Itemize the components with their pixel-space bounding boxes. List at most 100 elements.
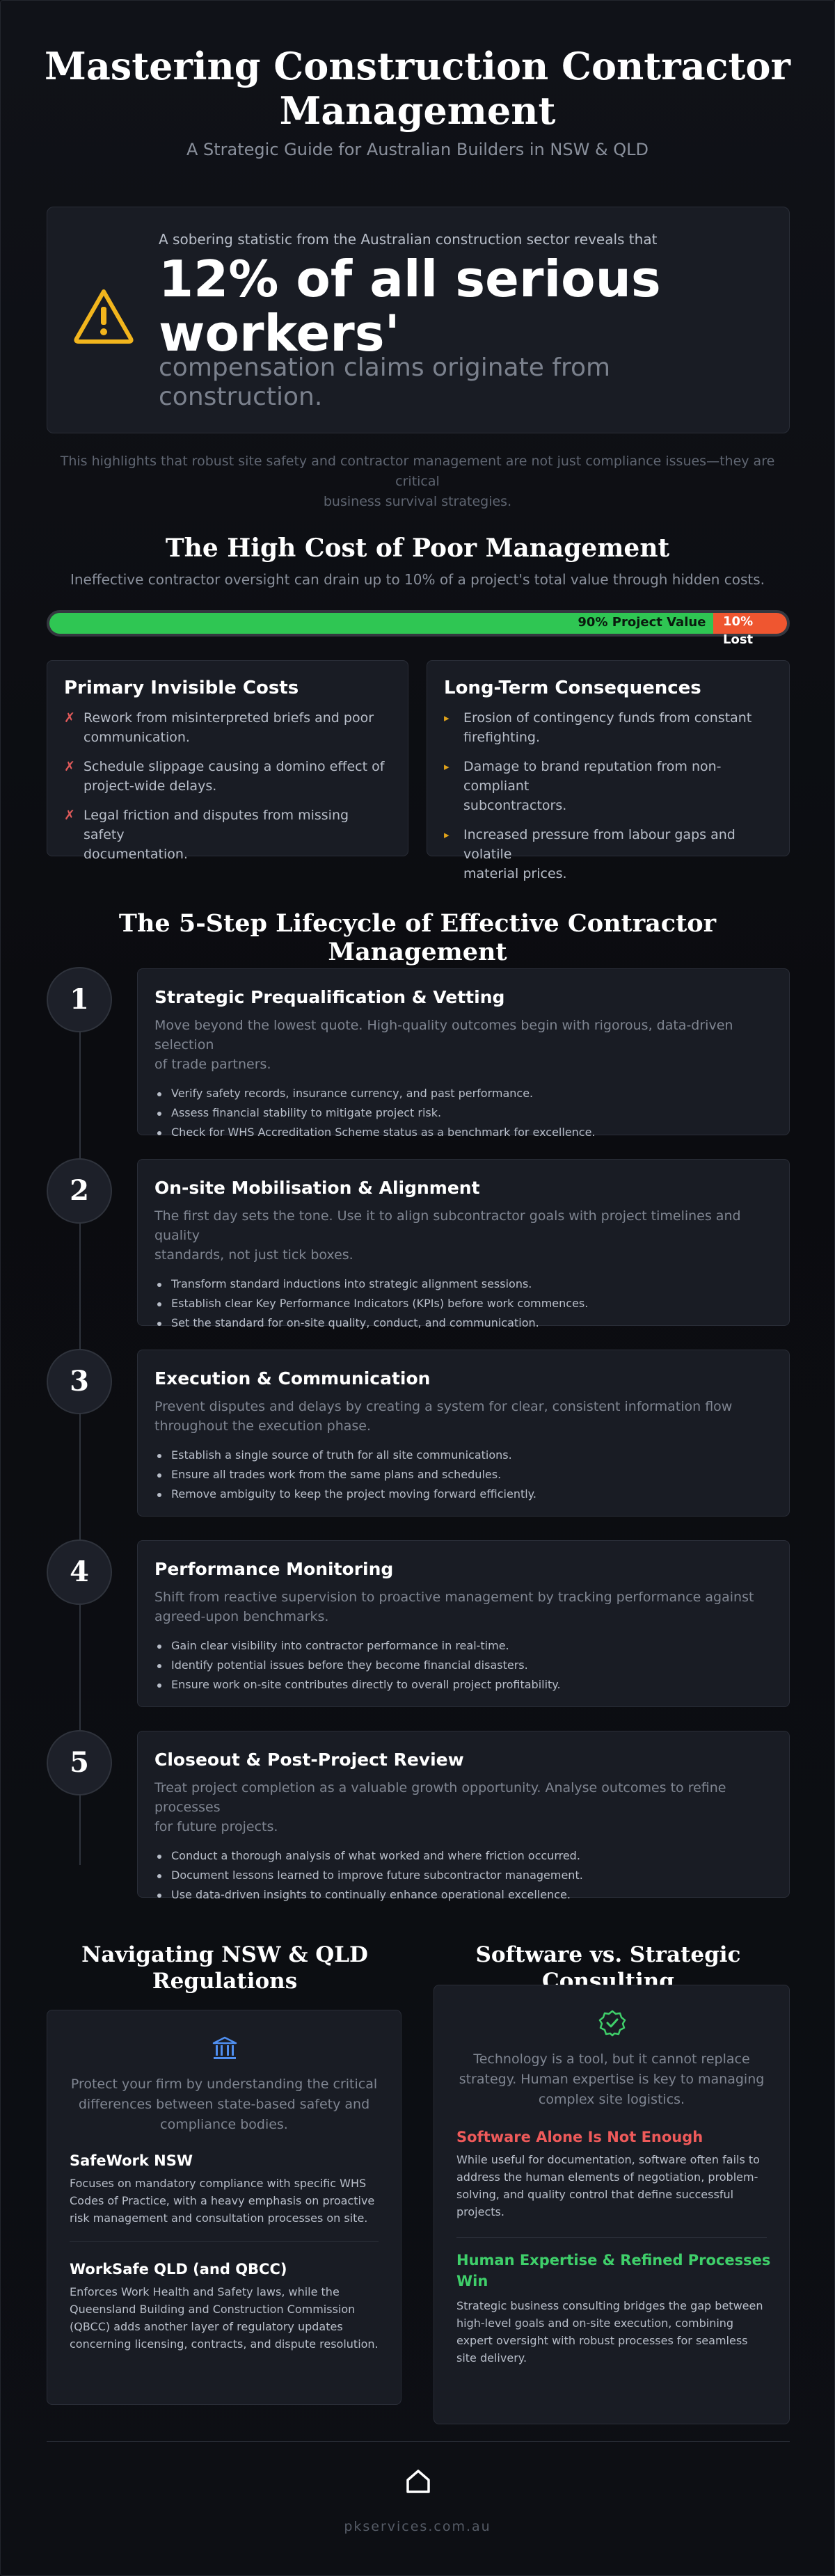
item-text: Increased pressure from labour gaps and … [463, 827, 735, 862]
text-line: address the human elements of negotiatio… [456, 2170, 758, 2184]
statistic-continuation: compensation claims originate from const… [159, 353, 757, 412]
desc-line: for future projects. [154, 1819, 278, 1834]
primary-costs-list: ✗Rework from misinterpreted briefs and p… [64, 708, 391, 864]
lost-percent: 10% [723, 614, 754, 629]
item-text: project-wide delays. [84, 778, 217, 794]
text-line: Focuses on mandatory compliance with spe… [70, 2177, 367, 2190]
desc-line: agreed-upon benchmarks. [154, 1609, 329, 1624]
human-expertise-text: Strategic business consulting bridges th… [456, 2297, 772, 2367]
step-4-number: 4 [47, 1539, 112, 1605]
step-description: Prevent disputes and delays by creating … [154, 1397, 772, 1436]
step-4-card: Performance Monitoring Shift from reacti… [137, 1540, 790, 1707]
list-item: Use data-driven insights to continually … [154, 1885, 772, 1905]
lost-value-label: 10% Lost [723, 613, 753, 649]
list-item: Gain clear visibility into contractor pe… [154, 1636, 772, 1656]
list-item: Transform standard inductions into strat… [154, 1274, 772, 1294]
home-icon [406, 2470, 430, 2493]
software-alone-block: Software Alone Is Not Enough While usefu… [456, 2129, 772, 2221]
primary-costs-title: Primary Invisible Costs [64, 678, 299, 698]
step-3-number: 3 [47, 1349, 112, 1414]
arrow-bullet-icon: ▸ [444, 712, 450, 724]
desc-line: throughout the execution phase. [154, 1418, 372, 1434]
list-item: Ensure work on-site contributes directly… [154, 1675, 772, 1695]
item-text: Damage to brand reputation from non-comp… [463, 759, 722, 794]
statistic-headline: 12% of all serious workers' [159, 252, 757, 360]
check-badge-icon [598, 2010, 626, 2037]
step-bullets: Gain clear visibility into contractor pe… [154, 1636, 772, 1695]
note-line-1: This highlights that robust site safety … [60, 454, 775, 489]
list-item: ▸ Increased pressure from labour gaps and… [444, 825, 772, 883]
statistic-headline-line-2: workers' [159, 304, 400, 362]
timeline-line [79, 995, 81, 1865]
step-description: The first day sets the tone. Use it to a… [154, 1206, 772, 1265]
text-line: While useful for documentation, software… [456, 2153, 760, 2166]
step-5-card: Closeout & Post-Project Review Treat pro… [137, 1731, 790, 1901]
desc-line: Shift from reactive supervision to proac… [154, 1590, 754, 1605]
title-line-1: Mastering Construction Contractor [45, 44, 790, 88]
page-subtitle: A Strategic Guide for Australian Builder… [186, 140, 649, 159]
step-title: On-site Mobilisation & Alignment [154, 1178, 480, 1198]
statistic-headline-line-1: 12% of all serious [159, 250, 661, 308]
page-title: Mastering Construction Contractor Manage… [42, 44, 793, 133]
list-item: ✗Rework from misinterpreted briefs and p… [64, 708, 391, 747]
list-item: Remove ambiguity to keep the project mov… [154, 1485, 772, 1504]
long-term-consequences-card: Long-Term Consequences ▸Erosion of conti… [427, 660, 790, 881]
footer-divider [47, 2441, 790, 2442]
list-item: Set the standard for on-site quality, co… [154, 1313, 772, 1333]
regulations-title-line-1: Navigating NSW & QLD [81, 1942, 368, 1967]
software-alone-title: Software Alone Is Not Enough [456, 2129, 703, 2145]
lifecycle-title: The 5-Step Lifecycle of Effective Contra… [118, 909, 717, 966]
intro-line: compliance bodies. [160, 2117, 288, 2132]
text-line: solving, and quality control that define… [456, 2188, 734, 2201]
text-line: projects. [456, 2205, 504, 2218]
list-item: ✗ Legal friction and disputes from missin… [64, 806, 391, 864]
worksafe-qld-title: WorkSafe QLD (and QBCC) [70, 2261, 287, 2278]
safework-nsw-block: SafeWork NSW Focuses on mandatory compli… [70, 2152, 379, 2227]
step-bullets: Conduct a thorough analysis of what work… [154, 1846, 772, 1905]
step-title: Strategic Prequalification & Vetting [154, 987, 505, 1007]
list-item: ▸Damage to brand reputation from non-com… [444, 757, 772, 815]
text-line: risk management and consultation process… [70, 2211, 368, 2225]
project-value-label: 90% Project Value [578, 615, 706, 630]
x-mark-icon: ✗ [64, 808, 75, 823]
intro-line: complex site logistics. [538, 2092, 685, 2107]
cost-section-subtitle: Ineffective contractor oversight can dra… [70, 571, 765, 588]
long-term-list: ▸Erosion of contingency funds from const… [444, 708, 772, 883]
item-text: firefighting. [463, 730, 540, 745]
step-bullets: Establish a single source of truth for a… [154, 1446, 772, 1504]
list-item: Ensure all trades work from the same pla… [154, 1465, 772, 1485]
list-item: Assess financial stability to mitigate p… [154, 1103, 772, 1123]
statistic-continuation-line-1: compensation claims originate from [159, 353, 611, 382]
arrow-bullet-icon: ▸ [444, 829, 450, 841]
regulations-title-line-2: Regulations [152, 1969, 298, 1994]
list-item: Conduct a thorough analysis of what work… [154, 1846, 772, 1866]
item-text: subcontractors. [463, 798, 567, 813]
desc-line: of trade partners. [154, 1057, 271, 1072]
list-item: Verify safety records, insurance currenc… [154, 1084, 772, 1103]
item-text: communication. [84, 730, 190, 745]
item-text: material prices. [463, 866, 567, 881]
footer-url[interactable]: pkservices.com.au [344, 2519, 491, 2534]
project-value-bar: 90% Project Value [47, 610, 790, 637]
worksafe-qld-text: Enforces Work Health and Safety laws, wh… [70, 2283, 379, 2353]
safework-nsw-text: Focuses on mandatory compliance with spe… [70, 2175, 379, 2227]
statistic-note: This highlights that robust site safety … [49, 451, 786, 512]
divider [70, 2241, 379, 2242]
software-card: Technology is a tool, but it cannot repl… [434, 1985, 790, 2424]
human-expertise-title: Human Expertise & Refined Processes Win [456, 2250, 772, 2291]
list-item: Check for WHS Accreditation Scheme statu… [154, 1123, 772, 1142]
item-text: Legal friction and disputes from missing… [84, 808, 349, 842]
text-line: high-level goals and on-site execution, … [456, 2317, 734, 2330]
statistic-lead: A sobering statistic from the Australian… [159, 231, 658, 248]
list-item: Identify potential issues before they be… [154, 1656, 772, 1675]
list-item: ✗Schedule slippage causing a domino effe… [64, 757, 391, 796]
item-text: Schedule slippage causing a domino effec… [84, 759, 385, 774]
text-line: expert oversight with robust processes f… [456, 2334, 748, 2347]
step-description: Treat project completion as a valuable g… [154, 1778, 772, 1837]
text-line: concerning licensing, contracts, and dis… [70, 2337, 379, 2351]
title-line: Human Expertise & Refined Processes [456, 2252, 771, 2269]
step-5-number: 5 [47, 1730, 112, 1795]
step-title: Execution & Communication [154, 1368, 431, 1389]
text-line: Enforces Work Health and Safety laws, wh… [70, 2285, 340, 2298]
